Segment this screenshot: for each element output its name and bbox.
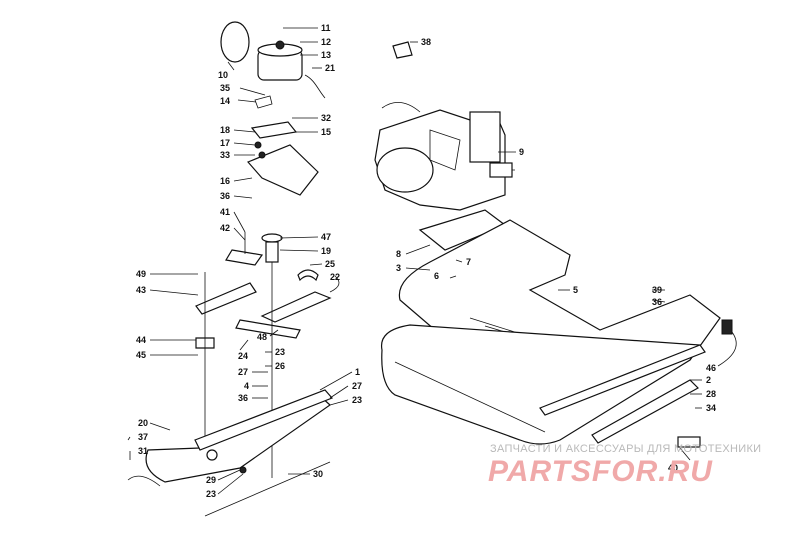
callout-23: 23 (275, 347, 285, 357)
callout-39: 39 (652, 285, 662, 295)
callout-37: 37 (138, 432, 148, 442)
callout-41: 41 (220, 207, 230, 217)
callout-48: 48 (257, 332, 267, 342)
callout-40: 40 (668, 463, 678, 473)
callout-numbers: 11 12 13 21 10 35 14 32 15 18 17 33 16 3… (136, 23, 716, 499)
belt-ring (220, 21, 250, 63)
engine (374, 102, 515, 211)
callout-23: 23 (352, 395, 362, 405)
callout-49: 49 (136, 269, 146, 279)
ski-runner (204, 461, 331, 517)
callout-36: 36 (220, 191, 230, 201)
callout-15: 15 (321, 127, 331, 137)
callout-11: 11 (321, 23, 331, 33)
callout-42: 42 (220, 223, 230, 233)
callout-25: 25 (325, 259, 335, 269)
plate-15 (250, 121, 298, 139)
callout-33: 33 (220, 150, 230, 160)
callout-32: 32 (321, 113, 331, 123)
bracket-16 (246, 144, 319, 196)
callout-14: 14 (220, 96, 230, 106)
callout-12: 12 (321, 37, 331, 47)
callout-17: 17 (220, 138, 230, 148)
callout-29: 29 (206, 475, 216, 485)
callout-21: 21 (325, 63, 335, 73)
watermark-subtitle: ЗАПЧАСТИ И АКСЕССУАРЫ ДЛЯ МОТОТЕХНИКИ (490, 443, 762, 455)
drawing (127, 21, 733, 517)
callout-44: 44 (136, 335, 146, 345)
watermark-logo: PARTSFOR.RU (488, 455, 713, 488)
callout-9: 9 (519, 147, 524, 157)
callout-8: 8 (396, 249, 401, 259)
leader-lines (127, 27, 737, 495)
callout-26: 26 (275, 361, 285, 371)
callout-24: 24 (238, 351, 248, 361)
callout-23: 23 (206, 489, 216, 499)
callout-4: 4 (244, 381, 249, 391)
callout-20: 20 (138, 418, 148, 428)
callout-5: 5 (573, 285, 578, 295)
callout-35: 35 (220, 83, 230, 93)
callout-27: 27 (238, 367, 248, 377)
callout-38: 38 (421, 37, 431, 47)
callout-34: 34 (706, 403, 716, 413)
callout-27: 27 (352, 381, 362, 391)
callout-30: 30 (313, 469, 323, 479)
callout-22: 22 (330, 272, 340, 282)
callout-36: 36 (652, 297, 662, 307)
callout-10: 10 (218, 70, 228, 80)
callout-3: 3 (396, 263, 401, 273)
callout-1: 1 (355, 367, 360, 377)
callout-18: 18 (220, 125, 230, 135)
callout-28: 28 (706, 389, 716, 399)
callout-45: 45 (136, 350, 146, 360)
callout-7: 7 (466, 257, 471, 267)
callout-43: 43 (136, 285, 146, 295)
callout-36: 36 (238, 393, 248, 403)
callout-46: 46 (706, 363, 716, 373)
callout-16: 16 (220, 176, 230, 186)
callout-31: 31 (138, 446, 148, 456)
callout-19: 19 (321, 246, 331, 256)
callout-47: 47 (321, 232, 331, 242)
callout-2: 2 (706, 375, 711, 385)
callout-6: 6 (434, 271, 439, 281)
lower-pan (380, 324, 702, 445)
callout-13: 13 (321, 50, 331, 60)
